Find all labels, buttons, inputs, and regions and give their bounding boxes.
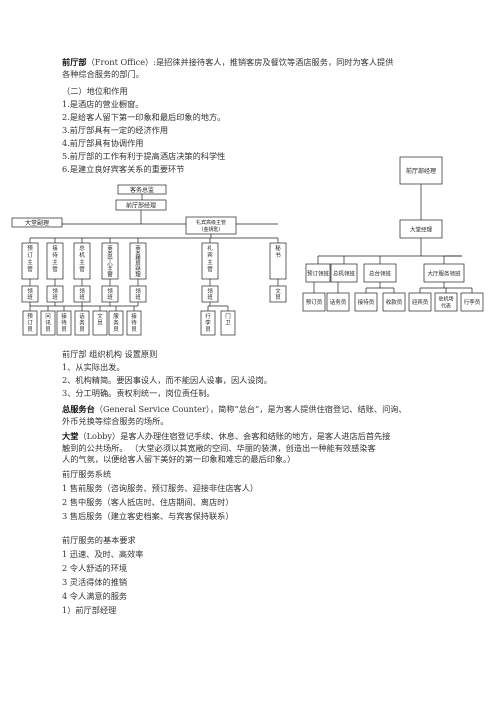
chart1-staff-box (126, 310, 142, 336)
position-item-2: 2.是给客人留下第一印象和最后印象的地方。 (62, 112, 226, 122)
requirements-item-4: 4 令人满意的服务 (62, 591, 128, 601)
chart2-mid-box (330, 263, 358, 283)
principles-item-2: 2、机构精简。要因事设人，而不能因人设事，因人设岗。 (62, 375, 272, 385)
position-item-1: 1.是酒店的营业橱窗。 (62, 99, 144, 109)
chart1-staff-label: 服务员 (113, 313, 119, 333)
requirements-item-3: 3 灵活得体的推销 (62, 577, 128, 587)
principles-heading: 前厅部 组织机构 设置原则 (62, 349, 158, 359)
lobby-text-1: （Lobby）是客人办理住宿登记手续、休息、会客和结账的地方，是客人进店后首先接 (78, 431, 391, 441)
intro-term: 前厅部 (62, 57, 87, 67)
chart1-staff-label: 接待员 (61, 312, 67, 333)
chart2-staff-box (302, 292, 326, 312)
chart1-staff-label: 文员 (97, 312, 103, 327)
chart1-staff-label: 话务员 (79, 312, 85, 333)
requirements-last: 1）前厅部经理 (62, 605, 117, 615)
chart2-staff-label: 接待员 (358, 298, 375, 306)
intro-text-1: （Front Office）:是招徕并接待客人，推销客房及餐饮等酒店服务，同时为… (86, 57, 394, 67)
service-item-3: 3 售后服务（建立客史档案、与宾客保持联系） (62, 511, 234, 521)
chart2-staff-box (460, 292, 484, 312)
chart2-staff-label: 行李员 (464, 298, 481, 306)
position-item-3: 3.前厅部具有一定的经济作用 (62, 125, 169, 135)
lobby-text-3: 人的气氛，以便给客人留下美好的第一印象和难忘的最后印象。） (62, 454, 296, 464)
chart2-staff-label: 预订员 (306, 298, 323, 306)
chart2-top-label: 前厅部经理 (406, 167, 436, 175)
chart1-lobby-label: 大堂副理 (25, 219, 49, 227)
chart2-staff-label: 迎宾员 (412, 298, 429, 306)
chart1-staff-box (22, 310, 38, 336)
chart2-staff-box (382, 292, 406, 312)
chart1-supervisor-label: 接待主管 (52, 244, 58, 273)
chart1-supervisor-label: 礼宾主管 (207, 244, 213, 273)
chart1-supervisor-label: 商务楼层经理 (135, 244, 141, 279)
chart1-lobby-box (11, 217, 63, 228)
chart1-top-label: 客务总监 (130, 186, 154, 194)
chart1-supervisor-label: 总机主管 (79, 244, 85, 273)
service-item-1: 1 售前服务（咨询服务、预订服务、迎接非住店客人） (62, 483, 259, 493)
chart1-staff-box (40, 310, 56, 336)
chart1-lead-label: 文员 (275, 287, 281, 301)
chart1-supervisor-label: 商务中心主管 (107, 244, 113, 279)
chart1-staff-box (92, 310, 108, 336)
lobby-paragraph: 大堂（Lobby）是客人办理住宿登记手续、休息、会客和结账的地方，是客人进店后首… (62, 431, 442, 466)
chart1-lead-label: 领班 (207, 287, 213, 301)
chart2-staff-box (434, 292, 458, 312)
requirements-item-1: 1 迅速、及时、高效率 (62, 549, 144, 559)
chart1-staff-label: 门卫 (225, 312, 231, 327)
service-item-2: 2 售中服务（客人抵店时、住店期间、离店时） (62, 497, 234, 507)
chart2-mid-label: 总台领班 (369, 270, 392, 278)
chart1-lead-label: 领班 (107, 287, 113, 301)
position-heading: （二）地位和作用 (62, 86, 128, 96)
requirements-item-2: 2 令人舒适的环境 (62, 563, 128, 573)
chart2-staff-box (326, 292, 350, 312)
position-item-5: 5.前厅部的工作有利于提高酒店决策的科学性 (62, 151, 226, 161)
chart2-staff-label: 驻机场代表 (438, 296, 453, 310)
principles-item-1: 1、从实际出发。 (62, 362, 125, 372)
chart1-staff-box (56, 310, 72, 336)
intro-paragraph: 前厅部（Front Office）:是招徕并接待客人，推销客房及餐饮等酒店服务，… (62, 57, 442, 80)
chart2-staff-label: 话务员 (330, 298, 347, 306)
intro-text-2: 各种综合服务的部门。 (62, 68, 144, 79)
chart1-lead-label: 领班 (79, 287, 85, 301)
position-item-4: 4.前厅部具有协调作用 (62, 138, 144, 148)
chart1-manager-label: 前厅部经理 (126, 202, 156, 210)
requirements-heading: 前厅服务的基本要求 (62, 535, 136, 545)
chart1-staff-label: 接待员 (131, 312, 137, 333)
lobby-text-2: 触到的公共场所。 （大堂必须以其宽敞的空间、华丽的装潢，创造出一种能有效感染客 (62, 442, 376, 453)
chart2-mid-label: 总机领班 (333, 270, 356, 278)
chart2-mid-box (305, 263, 331, 283)
chart1-lead-label: 领班 (27, 287, 33, 301)
chart2-lobby-label: 大堂经理 (410, 226, 433, 234)
chart2-mid-label: 大厅服务领班 (427, 270, 461, 278)
chart1-staff-label: 预订员 (27, 312, 33, 333)
principles-item-3: 3、分工明确。责权利统一，岗位责任制。 (62, 388, 215, 398)
position-item-6: 6.是建立良好宾客关系的重要环节 (62, 164, 185, 174)
chart2-mid-label: 预订领班 (307, 270, 330, 278)
chart1-staff-box (220, 310, 236, 336)
chart1-lead-label: 领班 (135, 287, 141, 301)
chart2-staff-box (408, 292, 432, 312)
chart1-lead-label: 领班 (52, 287, 58, 301)
chart1-supervisor-label: 预订主管 (27, 244, 33, 273)
front-desk-text-1: （General Service Counter），简称“总台”，是为客人提供住… (94, 404, 407, 414)
chart1-staff-box (74, 310, 90, 336)
chart1-staff-label: 问讯员 (45, 312, 51, 333)
chart1-supervisor-label: 秘书 (275, 244, 281, 259)
svg-text:（金钥匙）: （金钥匙） (198, 226, 223, 233)
lobby-term: 大堂 (62, 431, 79, 441)
front-desk-term: 总服务台 (62, 404, 95, 414)
chart1-staff-box (108, 310, 124, 336)
chart2-staff-box (354, 292, 378, 312)
chart2-staff-label: 收款员 (386, 298, 403, 306)
svg-text:礼宾高级主管: 礼宾高级主管 (196, 219, 226, 226)
chart1-staff-label: 行李员 (205, 312, 211, 333)
service-heading: 前厅服务系统 (62, 469, 112, 479)
chart1-staff-box (200, 310, 216, 336)
front-desk-text-2: 外币兑换等综合服务的场所。 (62, 415, 169, 426)
chart1-lead-box (269, 285, 287, 303)
front-desk-paragraph: 总服务台（General Service Counter），简称“总台”，是为客… (62, 404, 442, 427)
